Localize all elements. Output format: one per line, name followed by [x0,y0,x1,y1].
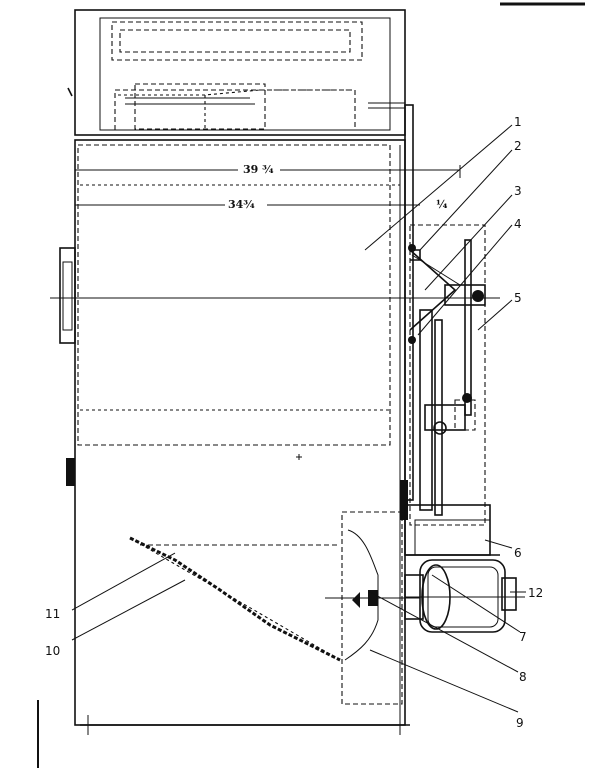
drive-assembly [400,104,486,526]
baffle [129,536,341,662]
dimension-lines [74,162,461,212]
top-housing [67,9,406,136]
callout-4: 4 [514,217,522,231]
callout-2: 2 [514,139,522,153]
dimension-overall: 39 ¾ [243,163,274,176]
cabinet-body [74,139,410,735]
callout-9: 9 [516,716,524,730]
callout-1: 1 [514,115,522,129]
left-fittings [50,247,500,486]
callout-6: 6 [514,546,522,560]
callout-3: 3 [514,184,522,198]
callout-10: 10 [45,644,60,658]
callout-5: 5 [514,291,522,305]
motor-assembly [404,504,525,633]
callout-11: 11 [45,607,60,621]
dimension-offset: ¼ [436,198,448,211]
callout-12: 12 [528,586,543,600]
blower-housing [325,511,420,705]
callout-8: 8 [519,670,527,684]
callout-7: 7 [519,630,527,644]
leader-lines [71,124,526,713]
dimension-inner: 34¾ [228,198,255,211]
